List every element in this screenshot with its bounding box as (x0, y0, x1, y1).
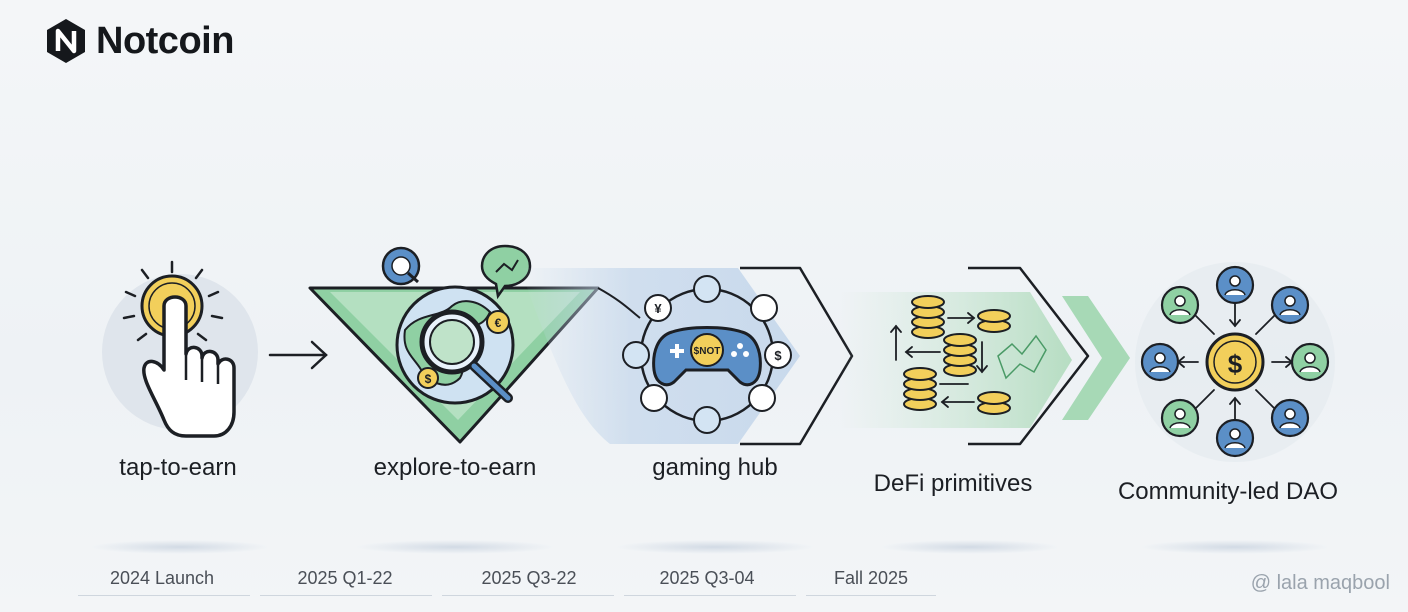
chart-line-icon (997, 334, 1047, 380)
brand: Notcoin (46, 18, 234, 64)
svg-text:$: $ (425, 372, 432, 386)
svg-text:¥: ¥ (654, 301, 662, 316)
step-label-defi-primitives: DeFi primitives (873, 470, 1033, 497)
defi-primitives-illustration (840, 266, 1130, 446)
step-label-community-dao: Community-led DAO (1117, 478, 1339, 505)
date-label: 2025 Q3-22 (481, 568, 577, 588)
date-label: 2024 Launch (109, 568, 215, 588)
watermark: @ lala maqbool (1250, 572, 1390, 594)
gaming-hub-illustration: ¥ $ $NOT (520, 266, 854, 446)
brand-name: Notcoin (96, 19, 234, 62)
notcoin-logo-icon (47, 19, 85, 63)
step-label-tap-to-earn: tap-to-earn (119, 454, 237, 481)
step-label-gaming-hub: gaming hub (652, 454, 778, 481)
svg-text:$: $ (774, 348, 782, 363)
timeline-divider (624, 595, 796, 596)
shadow (615, 540, 815, 554)
timeline-divider (442, 595, 614, 596)
svg-text:€: € (495, 316, 502, 330)
date-label: 2025 Q1-22 (297, 568, 393, 588)
date-label: Fall 2025 (833, 568, 909, 588)
arrow-right-icon (268, 340, 328, 370)
chat-bubble-icon (480, 244, 532, 300)
timeline-divider (806, 595, 936, 596)
community-dao-illustration: $ (1135, 262, 1335, 462)
explore-to-earn-illustration: € $ (308, 244, 600, 444)
shadow (355, 540, 555, 554)
dao-coin-icon (1205, 332, 1265, 392)
svg-text:$: $ (1228, 349, 1243, 379)
tap-finger-icon (142, 295, 236, 438)
step-label-explore-to-earn: explore-to-earn (373, 454, 537, 481)
gamepad-badge: $NOT (694, 346, 721, 357)
tap-to-earn-illustration: $ (102, 260, 258, 438)
shadow (90, 540, 270, 554)
timeline-divider (78, 595, 250, 596)
shadow (1140, 540, 1330, 554)
date-label: 2025 Q3-04 (659, 568, 755, 588)
timeline-divider (260, 595, 432, 596)
shadow (880, 540, 1060, 554)
